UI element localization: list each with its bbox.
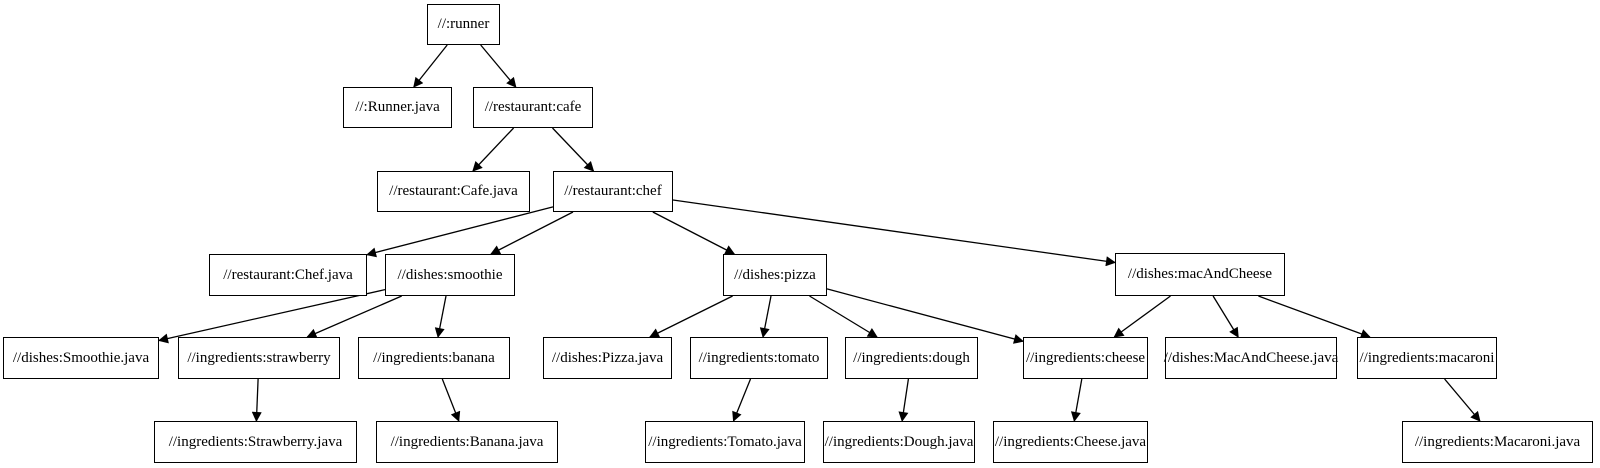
graph-edge-banana-to-banana-java — [441, 378, 461, 422]
graph-edge-mac-and-cheese-to-macaroni — [1258, 295, 1371, 339]
graph-edge-pizza-to-cheese — [826, 288, 1024, 344]
graph-edge-cheese-to-cheese-java — [1070, 378, 1083, 422]
graph-edge-smoothie-to-banana — [434, 295, 447, 338]
graph-node-smoothie: //dishes:smoothie — [385, 254, 515, 296]
graph-node-cheese-java: //ingredients:Cheese.java — [993, 421, 1148, 463]
graph-node-mac-and-cheese: //dishes:macAndCheese — [1115, 253, 1285, 296]
graph-edge-pizza-to-pizza-java — [649, 295, 733, 338]
graph-edge-mac-and-cheese-to-cheese — [1113, 295, 1171, 338]
graph-edge-cafe-to-cafe-java — [472, 127, 515, 172]
graph-node-dough-java: //ingredients:Dough.java — [823, 421, 975, 463]
graph-node-cheese: //ingredients:cheese — [1023, 337, 1148, 379]
graph-edge-cafe-to-chef — [552, 127, 595, 172]
graph-node-banana-java: //ingredients:Banana.java — [376, 421, 558, 463]
graph-edge-pizza-to-dough — [809, 295, 878, 338]
graph-edge-chef-to-smoothie — [490, 211, 574, 255]
graph-edge-chef-to-chef-java — [366, 206, 554, 258]
graph-node-banana: //ingredients:banana — [358, 337, 510, 379]
graph-edge-pizza-to-tomato — [759, 295, 772, 338]
graph-node-chef-java: //restaurant:Chef.java — [209, 254, 367, 296]
graph-edge-smoothie-to-strawberry — [306, 295, 402, 339]
graph-node-macaroni-java: //ingredients:Macaroni.java — [1402, 421, 1593, 463]
graph-node-runner: //:runner — [427, 4, 500, 45]
graph-node-tomato: //ingredients:tomato — [690, 337, 828, 379]
graph-edge-runner-to-cafe — [480, 44, 517, 88]
graph-edge-mac-and-cheese-to-mac-and-cheese-java — [1212, 295, 1239, 338]
graph-node-macaroni: //ingredients:macaroni — [1357, 337, 1497, 379]
graph-node-chef: //restaurant:chef — [553, 171, 673, 212]
graph-edge-chef-to-pizza — [652, 211, 736, 255]
graph-edge-macaroni-to-macaroni-java — [1444, 378, 1481, 422]
graph-node-mac-and-cheese-java: //dishes:MacAndCheese.java — [1164, 337, 1338, 379]
graph-node-pizza-java: //dishes:Pizza.java — [543, 337, 672, 379]
graph-node-strawberry: //ingredients:strawberry — [178, 337, 340, 379]
graph-node-runner-java: //:Runner.java — [343, 87, 452, 128]
graph-node-smoothie-java: //dishes:Smoothie.java — [3, 337, 159, 379]
graph-edge-chef-to-mac-and-cheese — [672, 199, 1116, 267]
graph-node-strawberry-java: //ingredients:Strawberry.java — [154, 421, 357, 463]
graph-edge-strawberry-to-strawberry-java — [251, 378, 262, 422]
graph-node-cafe-java: //restaurant:Cafe.java — [377, 171, 530, 212]
graph-node-pizza: //dishes:pizza — [723, 254, 827, 296]
graph-edge-tomato-to-tomato-java — [732, 378, 752, 422]
graph-edge-dough-to-dough-java — [898, 378, 910, 422]
graph-node-dough: //ingredients:dough — [845, 337, 978, 379]
graph-node-cafe: //restaurant:cafe — [473, 87, 593, 128]
graph-node-tomato-java: //ingredients:Tomato.java — [645, 421, 805, 463]
graph-edge-smoothie-to-smoothie-java — [158, 288, 386, 344]
graph-edge-runner-to-runner-java — [413, 44, 448, 88]
